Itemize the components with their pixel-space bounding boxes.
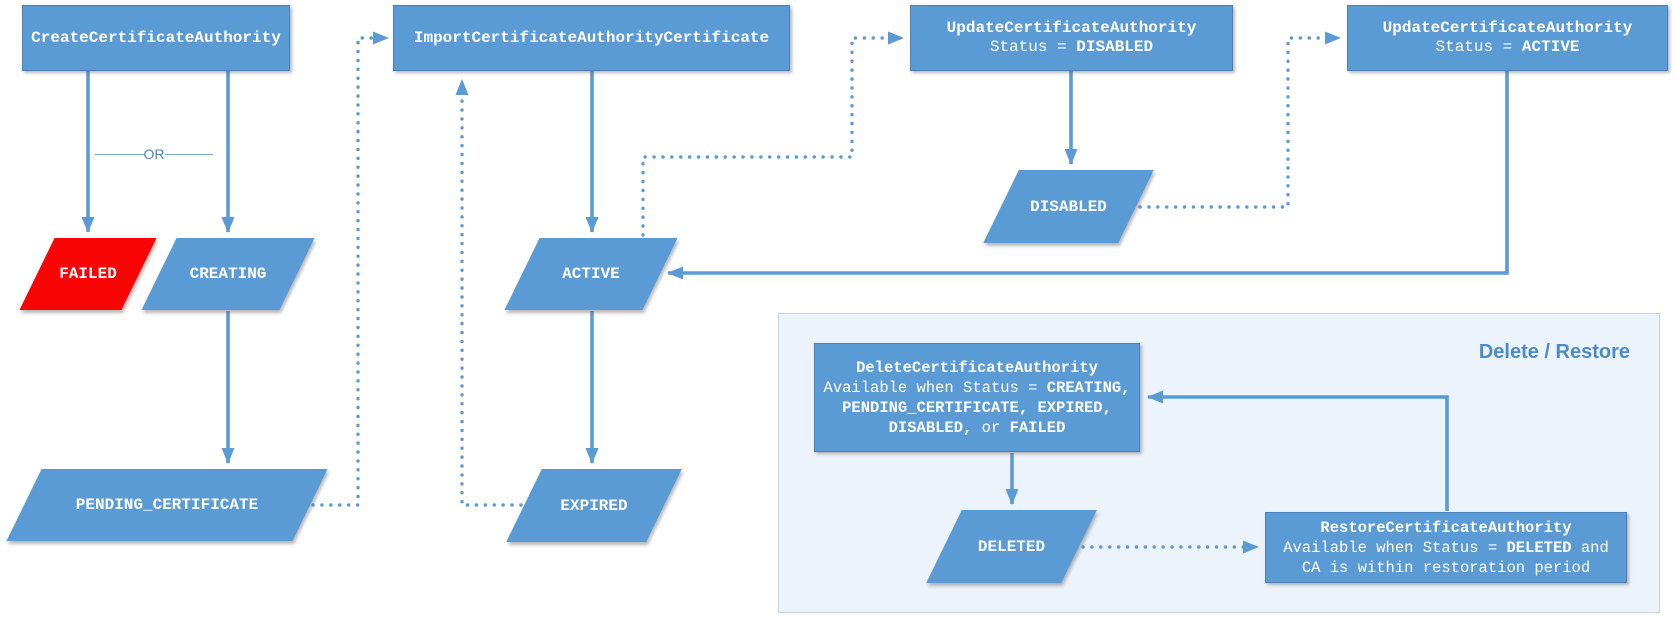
node-subline: DISABLED, or FAILED [888,418,1066,437]
dotted-pending-to-import [311,31,390,507]
or-label: OR [95,145,213,163]
node-label: UpdateCertificateAuthority [1382,19,1633,37]
node-delete-certificate-authority: DeleteCertificateAuthority Available whe… [814,343,1140,452]
node-subline: Status = ACTIVE [1435,38,1580,56]
node-label: DeleteCertificateAuthority [856,358,1098,377]
node-subline: Available when Status = DELETED and [1283,538,1609,557]
state-pending-certificate: PENDING_CERTIFICATE [6,469,328,541]
node-subline: PENDING_CERTIFICATE, EXPIRED, [842,398,1112,417]
node-subline: Available when Status = CREATING, [823,378,1131,397]
node-import-ca-certificate: ImportCertificateAuthorityCertificate [393,5,790,71]
state-label: DISABLED [1030,197,1107,216]
state-disabled: DISABLED [983,170,1154,243]
state-creating: CREATING [141,238,315,310]
state-expired: EXPIRED [506,469,682,542]
node-create-certificate-authority: CreateCertificateAuthority [22,5,290,71]
node-label: ImportCertificateAuthorityCertificate [413,28,770,47]
state-label: CREATING [189,265,267,283]
node-update-ca-active: UpdateCertificateAuthority Status = ACTI… [1347,5,1668,71]
state-label: ACTIVE [562,265,620,283]
node-label: RestoreCertificateAuthority [1320,518,1572,537]
node-subline: CA is within restoration period [1301,558,1591,577]
state-active: ACTIVE [504,238,678,310]
state-failed: FAILED [19,238,157,310]
node-label: CreateCertificateAuthority [31,28,281,47]
state-label: EXPIRED [560,496,628,515]
node-label: UpdateCertificateAuthority [946,19,1197,37]
node-subline: Status = DISABLED [989,38,1154,56]
node-restore-certificate-authority: RestoreCertificateAuthority Available wh… [1265,512,1627,583]
state-label: PENDING_CERTIFICATE [75,496,259,514]
or-text: OR [143,146,165,162]
node-update-ca-disabled: UpdateCertificateAuthority Status = DISA… [910,5,1233,71]
or-rule-right [164,153,213,155]
state-label: DELETED [977,537,1046,556]
or-rule-left [95,153,144,155]
state-label: FAILED [59,265,117,283]
panel-title: Delete / Restore [1478,341,1630,363]
state-deleted: DELETED [926,510,1097,583]
